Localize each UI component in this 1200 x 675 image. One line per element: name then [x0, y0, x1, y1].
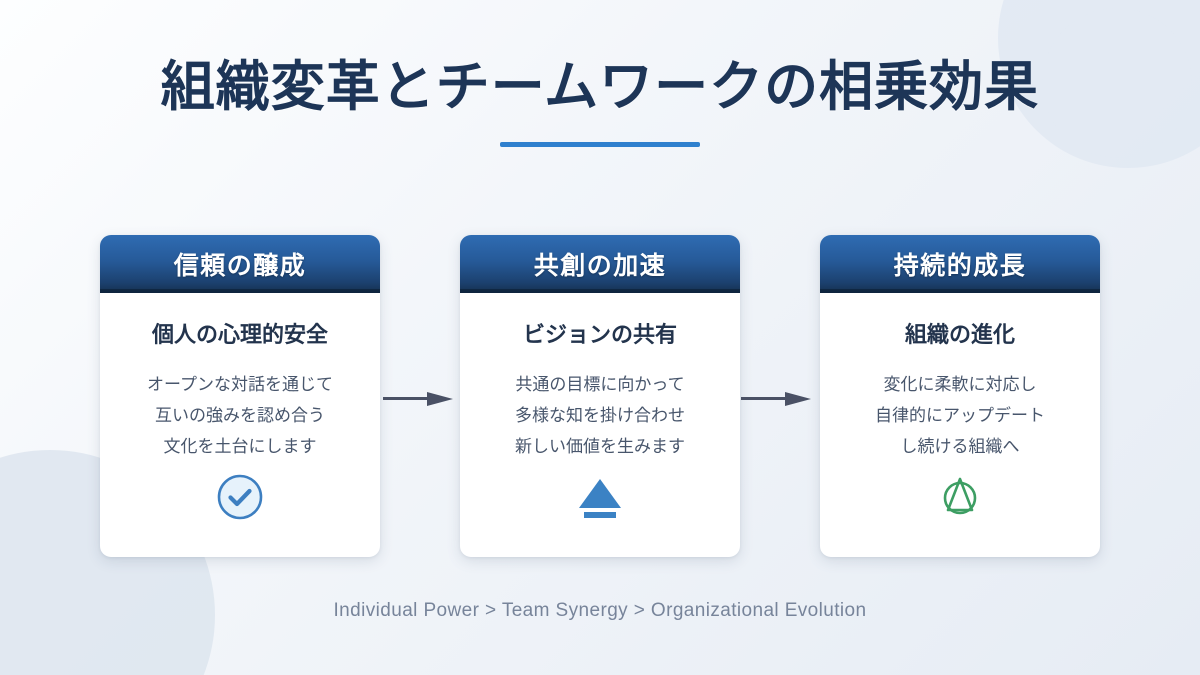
card-subtitle: 組織の進化	[904, 322, 1015, 347]
title-block: 組織変革とチームワークの相乗効果	[0, 56, 1200, 147]
card-description: 共通の目標に向かって 多様な知を掛け合わせ 新しい価値を生みます	[515, 369, 685, 462]
card-header-trust: 信頼の醸成	[100, 235, 380, 293]
card-body-trust: 個人の心理的安全 オープンな対話を通じて 互いの強みを認め合う 文化を土台にしま…	[100, 293, 380, 557]
card-description-line: 共通の目標に向かって	[515, 374, 685, 394]
page-title: 組織変革とチームワークの相乗効果	[160, 57, 1040, 117]
card-subtitle: ビジョンの共有	[522, 322, 677, 347]
title-underline-accent	[500, 141, 700, 147]
card-header-label: 信頼の醸成	[173, 252, 307, 280]
card-description-line: し続ける組織へ	[900, 436, 1020, 456]
card-description-line: 互いの強みを認め合う	[154, 405, 325, 425]
growth-circle-triangle-icon	[938, 471, 982, 523]
card-body-growth: 組織の進化 変化に柔軟に対応し 自律的にアップデート し続ける組織へ	[820, 293, 1100, 557]
footer-breadcrumb: Individual Power > Team Synergy > Organi…	[333, 600, 867, 621]
card-description-line: 多様な知を掛け合わせ	[515, 405, 685, 425]
card-description-line: 新しい価値を生みます	[515, 436, 685, 456]
card-header-cocreation: 共創の加速	[460, 235, 740, 293]
card-description-line: 自律的にアップデート	[875, 405, 1045, 425]
card-description-line: 文化を土台にします	[163, 436, 317, 456]
card-description: 変化に柔軟に対応し 自律的にアップデート し続ける組織へ	[875, 369, 1045, 462]
card-body-cocreation: ビジョンの共有 共通の目標に向かって 多様な知を掛け合わせ 新しい価値を生みます	[460, 293, 740, 557]
card-header-label: 共創の加速	[533, 252, 667, 280]
footer: Individual Power > Team Synergy > Organi…	[0, 600, 1200, 622]
card-subtitle: 個人の心理的安全	[151, 322, 328, 347]
card-header-growth: 持続的成長	[820, 235, 1100, 293]
eject-triangle-icon	[574, 471, 626, 523]
card-growth[interactable]: 持続的成長 組織の進化 変化に柔軟に対応し 自律的にアップデート し続ける組織へ	[820, 235, 1100, 557]
card-header-label: 持続的成長	[893, 252, 1027, 280]
arrow-right-icon	[383, 392, 453, 406]
card-description-line: 変化に柔軟に対応し	[883, 374, 1037, 394]
card-trust[interactable]: 信頼の醸成 個人の心理的安全 オープンな対話を通じて 互いの強みを認め合う 文化…	[100, 235, 380, 557]
cards-row: 信頼の醸成 個人の心理的安全 オープンな対話を通じて 互いの強みを認め合う 文化…	[100, 235, 1100, 560]
card-description: オープンな対話を通じて 互いの強みを認め合う 文化を土台にします	[147, 369, 333, 462]
arrow-right-icon	[741, 392, 811, 406]
check-circle-icon	[216, 471, 264, 523]
card-description-line: オープンな対話を通じて	[147, 374, 333, 394]
card-cocreation[interactable]: 共創の加速 ビジョンの共有 共通の目標に向かって 多様な知を掛け合わせ 新しい価…	[460, 235, 740, 557]
